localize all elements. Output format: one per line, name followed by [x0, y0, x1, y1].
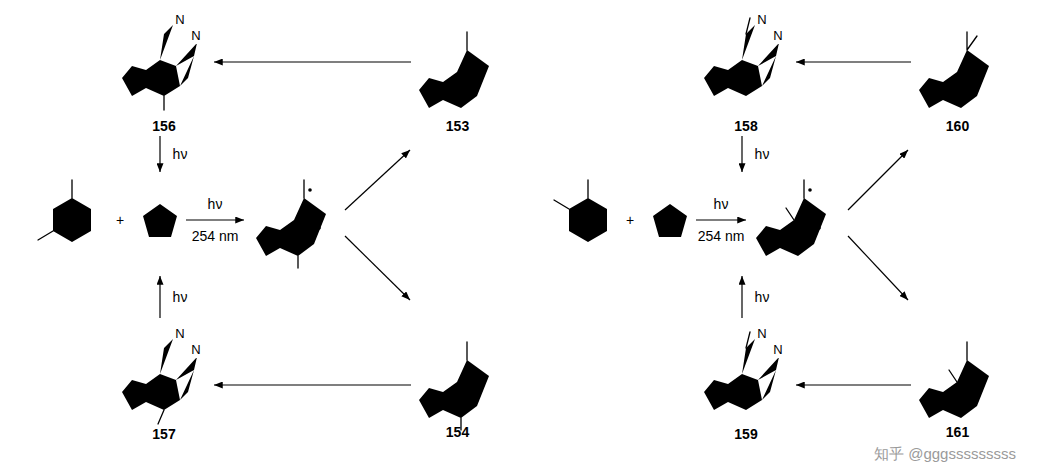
biradical	[756, 180, 826, 256]
condition-label: 254 nm	[191, 228, 240, 244]
reaction-arrow	[741, 276, 742, 318]
reaction-arrow	[214, 384, 411, 385]
o-xylene	[554, 180, 607, 242]
compound-number: 161	[946, 424, 969, 440]
compound-structure: 153	[415, 20, 500, 134]
reaction-arrow	[159, 136, 160, 172]
condition-label: hν	[172, 146, 189, 162]
condition-label: hν	[207, 196, 224, 212]
biradical	[256, 180, 326, 268]
cyclopentene	[653, 204, 687, 237]
compound-number: 154	[446, 424, 469, 440]
reaction-arrow	[345, 150, 410, 210]
reaction-arrow	[741, 136, 742, 172]
compound-structure: 160	[915, 20, 1000, 134]
condition-label: hν	[713, 196, 730, 212]
heteroatom-label: N	[773, 28, 782, 44]
compound-structure: 154	[415, 330, 500, 440]
reaction-arrow	[796, 384, 911, 385]
condition-label: hν	[172, 289, 189, 305]
compound-structure: 161	[915, 330, 1000, 440]
cycloadduct	[419, 342, 489, 430]
compound-number: 157	[152, 426, 175, 442]
condition-label: hν	[754, 289, 771, 305]
diazo-compound	[122, 332, 197, 424]
cycloadduct	[919, 342, 989, 418]
plus-sign: +	[625, 212, 635, 228]
diazo-compound	[704, 18, 779, 96]
reaction-arrow	[159, 276, 160, 318]
reaction-arrow	[345, 236, 410, 300]
heteroatom-label: N	[175, 326, 184, 342]
heteroatom-label: N	[191, 28, 200, 44]
reaction-arrow	[848, 236, 908, 300]
compound-structure: 156	[118, 8, 210, 134]
compound-number: 158	[734, 118, 757, 134]
cyclopentene	[143, 204, 177, 237]
diazo-compound	[122, 18, 197, 110]
plus-sign: +	[115, 212, 125, 228]
compound-number: 153	[446, 118, 469, 134]
condition-label: hν	[754, 146, 771, 162]
compound-structure: 157	[118, 322, 210, 442]
heteroatom-label: N	[757, 326, 766, 342]
heteroatom-label: N	[175, 12, 184, 28]
compound-structure: 159	[700, 322, 792, 442]
reaction-arrow	[696, 219, 746, 220]
heteroatom-label: N	[757, 12, 766, 28]
heteroatom-label: N	[773, 342, 782, 358]
reaction-arrow	[796, 61, 911, 62]
diazo-compound	[704, 332, 779, 410]
watermark: 知乎 @gggsssssssss	[873, 446, 1017, 462]
reaction-arrow	[186, 219, 244, 220]
m-xylene	[38, 180, 91, 242]
compound-number: 156	[152, 118, 175, 134]
compound-structure: 158	[700, 8, 792, 134]
cycloadduct	[919, 32, 989, 108]
compound-number: 159	[734, 426, 757, 442]
reaction-arrow	[214, 61, 411, 62]
heteroatom-label: N	[191, 342, 200, 358]
condition-label: 254 nm	[697, 228, 746, 244]
reaction-arrow	[848, 150, 908, 210]
compound-number: 160	[946, 118, 969, 134]
cycloadduct	[419, 32, 489, 108]
